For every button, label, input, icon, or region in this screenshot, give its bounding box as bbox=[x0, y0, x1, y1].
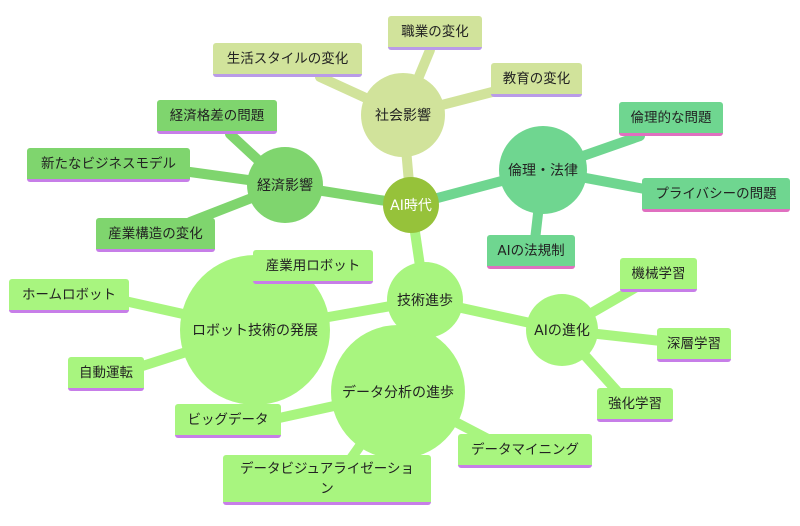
leaf-ai-2[interactable]: 強化学習 bbox=[597, 388, 673, 422]
leaf-data-0[interactable]: ビッグデータ bbox=[175, 404, 281, 438]
leaf-robot-0[interactable]: 産業用ロボット bbox=[253, 250, 373, 284]
leaf-robot-1[interactable]: ホームロボット bbox=[9, 279, 129, 313]
leaf-ethics-1[interactable]: プライバシーの問題 bbox=[642, 178, 790, 212]
node-economy[interactable]: 経済影響 bbox=[247, 147, 323, 223]
node-ethics[interactable]: 倫理・法律 bbox=[499, 126, 587, 214]
leaf-data-1[interactable]: データマイニング bbox=[458, 434, 592, 468]
leaf-social-0[interactable]: 生活スタイルの変化 bbox=[213, 43, 362, 77]
leaf-social-1[interactable]: 職業の変化 bbox=[388, 16, 482, 50]
leaf-ethics-0[interactable]: 倫理的な問題 bbox=[619, 102, 723, 136]
leaf-ethics-2[interactable]: AIの法規制 bbox=[487, 235, 575, 269]
node-data[interactable]: データ分析の進歩 bbox=[331, 325, 465, 459]
node-social[interactable]: 社会影響 bbox=[361, 73, 445, 157]
leaf-social-2[interactable]: 教育の変化 bbox=[491, 63, 582, 97]
leaf-ai-1[interactable]: 深層学習 bbox=[657, 328, 731, 362]
leaf-economy-2[interactable]: 産業構造の変化 bbox=[96, 218, 215, 252]
node-root[interactable]: AI時代 bbox=[383, 177, 439, 233]
leaf-ai-0[interactable]: 機械学習 bbox=[620, 258, 697, 292]
node-ai[interactable]: AIの進化 bbox=[526, 294, 598, 366]
leaf-economy-1[interactable]: 新たなビジネスモデル bbox=[27, 148, 190, 182]
leaf-economy-0[interactable]: 経済格差の問題 bbox=[157, 100, 277, 134]
leaf-data-2[interactable]: データビジュアライゼーション bbox=[223, 455, 431, 505]
leaf-robot-2[interactable]: 自動運転 bbox=[68, 357, 144, 391]
node-tech[interactable]: 技術進歩 bbox=[387, 262, 463, 338]
